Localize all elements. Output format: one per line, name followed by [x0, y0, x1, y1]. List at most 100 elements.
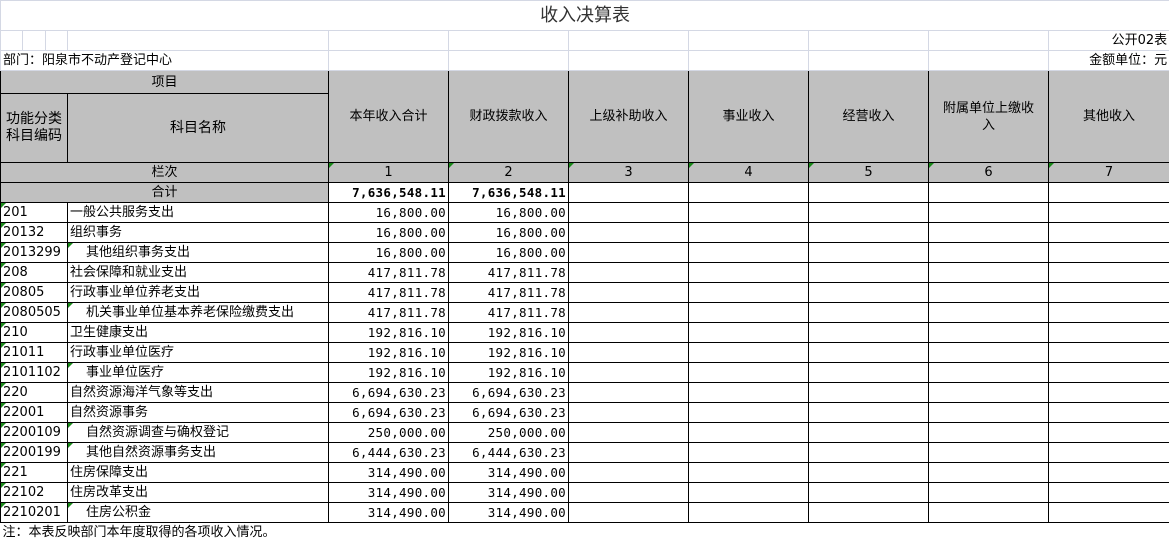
fiscal-allocation-income[interactable]: 16,800.00	[449, 203, 569, 223]
subject-name[interactable]: 自然资源调查与确权登记	[68, 423, 329, 443]
cell[interactable]	[689, 51, 809, 71]
subject-name[interactable]: 自然资源海洋气象等支出	[68, 383, 329, 403]
cell[interactable]	[1049, 283, 1169, 303]
total-value-1[interactable]: 7,636,548.11	[329, 183, 449, 203]
fiscal-allocation-income[interactable]: 314,490.00	[449, 503, 569, 523]
subject-name[interactable]: 社会保障和就业支出	[68, 263, 329, 283]
cell[interactable]	[929, 323, 1049, 343]
annual-income-total[interactable]: 16,800.00	[329, 223, 449, 243]
cell[interactable]	[689, 483, 809, 503]
function-code[interactable]: 210	[1, 323, 68, 343]
cell[interactable]	[929, 403, 1049, 423]
annual-income-total[interactable]: 314,490.00	[329, 483, 449, 503]
cell[interactable]	[1049, 363, 1169, 383]
cell[interactable]	[1049, 203, 1169, 223]
cell[interactable]	[929, 463, 1049, 483]
cell[interactable]	[809, 243, 929, 263]
subject-name[interactable]: 其他组织事务支出	[68, 243, 329, 263]
cell[interactable]	[329, 51, 449, 71]
cell[interactable]	[1049, 463, 1169, 483]
subject-name[interactable]: 行政事业单位养老支出	[68, 283, 329, 303]
cell[interactable]	[809, 503, 929, 523]
annual-income-total[interactable]: 192,816.10	[329, 323, 449, 343]
cell[interactable]	[1049, 403, 1169, 423]
subject-name[interactable]: 组织事务	[68, 223, 329, 243]
cell[interactable]	[809, 51, 929, 71]
cell[interactable]	[1049, 343, 1169, 363]
fiscal-allocation-income[interactable]: 417,811.78	[449, 303, 569, 323]
annual-income-total[interactable]: 417,811.78	[329, 283, 449, 303]
cell[interactable]	[809, 203, 929, 223]
cell[interactable]	[569, 303, 689, 323]
function-code[interactable]: 2200199	[1, 443, 68, 463]
cell[interactable]	[23, 31, 46, 51]
cell[interactable]	[809, 183, 929, 203]
annual-income-total[interactable]: 314,490.00	[329, 503, 449, 523]
cell[interactable]	[809, 463, 929, 483]
annual-income-total[interactable]: 417,811.78	[329, 303, 449, 323]
subject-name[interactable]: 卫生健康支出	[68, 323, 329, 343]
cell[interactable]	[809, 303, 929, 323]
subject-name[interactable]: 住房改革支出	[68, 483, 329, 503]
function-code[interactable]: 2013299	[1, 243, 68, 263]
fiscal-allocation-income[interactable]: 6,694,630.23	[449, 403, 569, 423]
cell[interactable]	[689, 303, 809, 323]
fiscal-allocation-income[interactable]: 192,816.10	[449, 343, 569, 363]
cell[interactable]	[1049, 243, 1169, 263]
fiscal-allocation-income[interactable]: 6,694,630.23	[449, 383, 569, 403]
cell[interactable]	[689, 323, 809, 343]
fiscal-allocation-income[interactable]: 417,811.78	[449, 283, 569, 303]
function-code[interactable]: 201	[1, 203, 68, 223]
cell[interactable]	[929, 423, 1049, 443]
function-code[interactable]: 2101102	[1, 363, 68, 383]
fiscal-allocation-income[interactable]: 192,816.10	[449, 363, 569, 383]
cell[interactable]	[929, 503, 1049, 523]
cell[interactable]	[689, 343, 809, 363]
cell[interactable]	[1049, 183, 1169, 203]
cell[interactable]	[929, 31, 1049, 51]
cell[interactable]	[689, 443, 809, 463]
cell[interactable]	[809, 223, 929, 243]
cell[interactable]	[689, 403, 809, 423]
function-code[interactable]: 22001	[1, 403, 68, 423]
annual-income-total[interactable]: 417,811.78	[329, 263, 449, 283]
annual-income-total[interactable]: 6,444,630.23	[329, 443, 449, 463]
annual-income-total[interactable]: 192,816.10	[329, 363, 449, 383]
cell[interactable]	[569, 203, 689, 223]
fiscal-allocation-income[interactable]: 16,800.00	[449, 243, 569, 263]
function-code[interactable]: 208	[1, 263, 68, 283]
cell[interactable]	[569, 463, 689, 483]
cell[interactable]	[689, 423, 809, 443]
cell[interactable]	[46, 31, 68, 51]
cell[interactable]	[689, 283, 809, 303]
cell[interactable]	[1049, 483, 1169, 503]
cell[interactable]	[929, 303, 1049, 323]
cell[interactable]	[809, 423, 929, 443]
fiscal-allocation-income[interactable]: 250,000.00	[449, 423, 569, 443]
subject-name[interactable]: 一般公共服务支出	[68, 203, 329, 223]
cell[interactable]	[689, 463, 809, 483]
cell[interactable]	[689, 203, 809, 223]
cell[interactable]	[809, 383, 929, 403]
annual-income-total[interactable]: 250,000.00	[329, 423, 449, 443]
function-code[interactable]: 2210201	[1, 503, 68, 523]
cell[interactable]	[569, 223, 689, 243]
function-code[interactable]: 20132	[1, 223, 68, 243]
subject-name[interactable]: 住房保障支出	[68, 463, 329, 483]
cell[interactable]	[1049, 423, 1169, 443]
cell[interactable]	[809, 323, 929, 343]
cell[interactable]	[1049, 443, 1169, 463]
cell[interactable]	[809, 483, 929, 503]
fiscal-allocation-income[interactable]: 6,444,630.23	[449, 443, 569, 463]
subject-name[interactable]: 自然资源事务	[68, 403, 329, 423]
cell[interactable]	[689, 183, 809, 203]
cell[interactable]	[929, 283, 1049, 303]
cell[interactable]	[569, 363, 689, 383]
annual-income-total[interactable]: 192,816.10	[329, 343, 449, 363]
cell[interactable]	[689, 263, 809, 283]
annual-income-total[interactable]: 6,694,630.23	[329, 403, 449, 423]
cell[interactable]	[929, 243, 1049, 263]
cell[interactable]	[929, 483, 1049, 503]
cell[interactable]	[569, 263, 689, 283]
cell[interactable]	[809, 363, 929, 383]
